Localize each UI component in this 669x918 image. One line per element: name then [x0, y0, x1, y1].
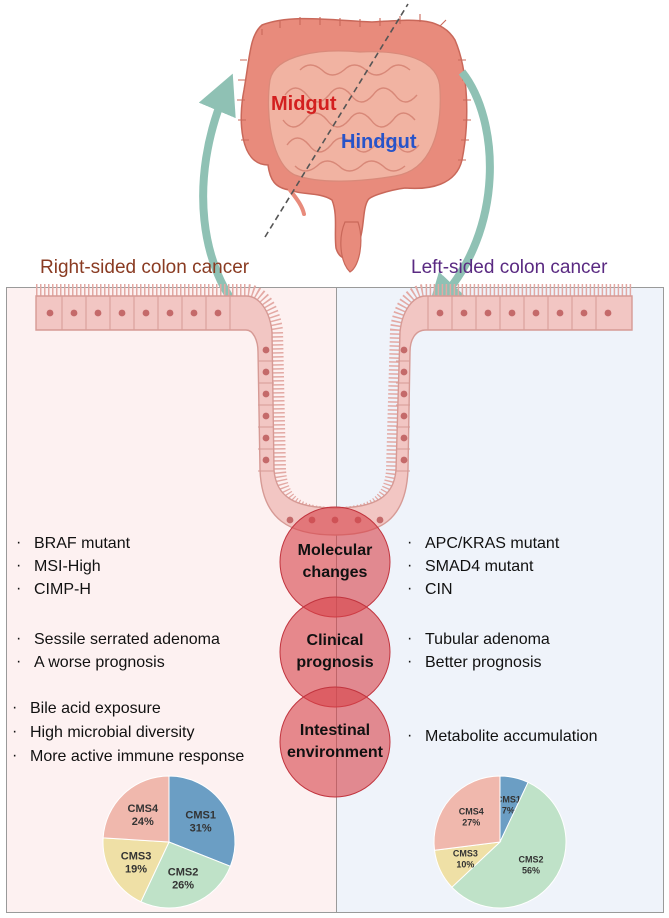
hindgut-label: Hindgut [341, 131, 417, 153]
pie-slice-cms4 [433, 775, 501, 851]
cell-nucleus [190, 309, 198, 317]
left-sided-heading: Left-sided colon cancer [411, 257, 608, 278]
cell-nucleus [94, 309, 102, 317]
cell-nucleus [400, 368, 408, 376]
colon-illustration [237, 14, 471, 273]
circle-label-line2: prognosis [296, 654, 374, 671]
pie-slice-value: 31% [190, 822, 212, 834]
cell-nucleus [118, 309, 126, 317]
cell-nucleus [604, 309, 612, 317]
cell-nucleus [508, 309, 516, 317]
cell-nucleus [400, 346, 408, 354]
pie-slice-value: 26% [172, 880, 194, 892]
left-molecular-list: APC/KRAS mutant SMAD4 mutant CIN [405, 531, 559, 601]
pie-slice-label: CMS1 [496, 795, 521, 805]
pie-slice-value: 24% [132, 816, 154, 828]
list-item: High microbial diversity [10, 720, 244, 745]
center-circles [279, 506, 391, 798]
cell-nucleus [262, 434, 270, 442]
right-clinical-list: Sessile serrated adenoma A worse prognos… [14, 627, 220, 674]
cell-nucleus [460, 309, 468, 317]
cell-nucleus [262, 390, 270, 398]
list-item: APC/KRAS mutant [405, 531, 559, 555]
cell-nucleus [532, 309, 540, 317]
list-item: Sessile serrated adenoma [14, 627, 220, 651]
intestinal-environment-label: Intestinal environment [280, 720, 390, 764]
circle-label-line1: Molecular [297, 542, 373, 559]
cell-nucleus [400, 456, 408, 464]
cell-nucleus [262, 456, 270, 464]
list-item: CIMP-H [14, 577, 130, 601]
pie-slice-value: 19% [125, 863, 147, 875]
epithelial-cells [46, 296, 612, 524]
list-item: BRAF mutant [14, 531, 130, 555]
cell-nucleus [46, 309, 54, 317]
pie-slice-cms1 [168, 775, 236, 867]
list-item: Bile acid exposure [10, 696, 244, 721]
pie-slice-value: 27% [462, 818, 480, 828]
right-environment-list: Bile acid exposure High microbial divers… [10, 696, 244, 769]
cell-nucleus [214, 309, 222, 317]
pie-slice-cms2 [140, 841, 232, 909]
circle-label-line2: environment [286, 744, 383, 761]
cell-nucleus [262, 368, 270, 376]
arrow-down-from-hindgut [426, 69, 494, 315]
pie-slice-cms3 [102, 837, 170, 903]
cell-nucleus [556, 309, 564, 317]
list-item: SMAD4 mutant [405, 554, 559, 578]
left-clinical-list: Tubular adenoma Better prognosis [405, 627, 550, 674]
list-item: More active immune response [10, 744, 244, 769]
cell-nucleus [484, 309, 492, 317]
cell-nucleus [262, 346, 270, 354]
intestinal-environment-circle [279, 686, 391, 798]
cell-nucleus [166, 309, 174, 317]
cell-nucleus [142, 309, 150, 317]
pie-slice-value: 7% [502, 806, 515, 816]
pie-slice-label: CMS4 [459, 807, 484, 817]
pie-slice-label: CMS3 [121, 850, 152, 862]
cell-nucleus [400, 390, 408, 398]
cell-nucleus [376, 516, 384, 524]
pie-slice-value: 10% [456, 859, 474, 869]
circle-label-line1: Intestinal [299, 722, 371, 739]
list-item: CIN [405, 577, 559, 601]
clinical-prognosis-label: Clinical prognosis [280, 630, 390, 674]
list-item: Better prognosis [405, 650, 550, 674]
molecular-changes-label: Molecular changes [280, 540, 390, 584]
cell-nucleus [436, 309, 444, 317]
cell-nucleus [70, 309, 78, 317]
pie-slice-cms2 [451, 781, 567, 909]
epithelium-crypt [35, 284, 633, 536]
pie-slice-cms4 [102, 775, 170, 843]
cell-nucleus [580, 309, 588, 317]
pie-slice-label: CMS4 [128, 803, 159, 815]
circle-label-line1: Clinical [306, 632, 364, 649]
pie-slice-label: CMS2 [168, 867, 199, 879]
list-item: MSI-High [14, 554, 130, 578]
cell-nucleus [400, 412, 408, 420]
right-sided-heading: Right-sided colon cancer [40, 257, 250, 278]
list-item: Metabolite accumulation [405, 724, 598, 749]
circle-label-line2: changes [302, 564, 368, 581]
pie-slice-label: CMS2 [518, 855, 543, 865]
cell-nucleus [286, 516, 294, 524]
midgut-label: Midgut [271, 93, 337, 115]
left-environment-list: Metabolite accumulation [405, 724, 598, 749]
cell-nucleus [262, 412, 270, 420]
right-molecular-list: BRAF mutant MSI-High CIMP-H [14, 531, 130, 601]
pie-slice-label: CMS3 [453, 848, 478, 858]
midgut-hindgut-divider [264, 3, 409, 238]
list-item: Tubular adenoma [405, 627, 550, 651]
pie-slice-value: 56% [522, 866, 540, 876]
pie-slice-label: CMS1 [185, 809, 216, 821]
cell-nucleus [400, 434, 408, 442]
list-item: A worse prognosis [14, 650, 220, 674]
